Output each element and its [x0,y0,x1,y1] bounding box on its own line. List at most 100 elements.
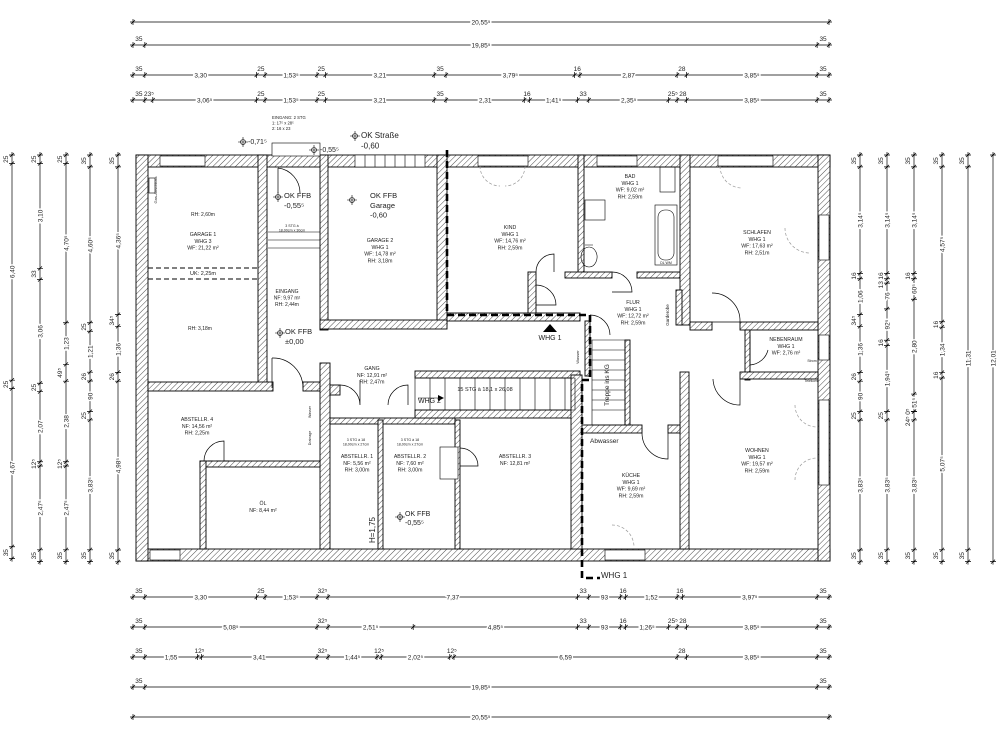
dimension-tick [142,624,148,630]
label-drainage: Drainage [308,431,312,446]
label-line: RH: 3,18m [368,258,393,264]
label-line: WHG 1 [539,335,562,342]
label-line: BAD [625,174,636,180]
dimension-tick [884,417,890,423]
label-line: 15 STG à 18,1 x 26,08 [457,387,512,393]
outer-wall-bottom [135,548,831,562]
dimension-label: 1,21 [87,345,94,358]
label-ok-strasse: OK Straße-0,60 [361,131,399,150]
label-line: Abwasser [590,438,619,445]
label-line: 1: 17⁵ x 28⁵ [272,120,294,125]
dimension-tick [63,547,69,553]
dimension-tick [911,164,917,170]
dimension-label: 23⁵ [144,91,154,98]
label-ok-ffb-000: OK FFB±0,00 [285,327,312,346]
dimension-tick [431,97,437,103]
dimension-tick [87,417,93,423]
dimension-label: 16 [676,588,684,595]
label-line: WHG 1 [748,237,765,243]
dimension-label: 12⁵ [374,648,384,655]
dimension-tick [37,459,43,465]
dimension-label: 19,85⁵ [472,684,491,691]
dimension-label: 16 [933,371,940,379]
dimension-tick [314,594,320,600]
dimension-tick [9,556,15,561]
dimension-tick [527,97,532,103]
dimension-label: 1,06 [857,290,864,303]
label-line: ABSTELLR. 1 [341,454,373,460]
dimension-label: 2,07 [37,420,44,433]
dimension-label: 3,79⁵ [503,72,519,79]
dimension-tick [684,97,689,103]
dimension-label: 16 [851,272,858,280]
label-line: EINGANG [275,289,298,295]
dimension-label: 19,85⁵ [472,42,491,49]
dimension-tick [575,594,580,600]
label-uk: UK: 2,25m [190,271,216,277]
wall [667,424,681,434]
dimension-label: 90 [87,392,94,400]
label-line: ABSTELLR. 3 [499,454,531,460]
garage-door-panels [364,155,416,167]
door-arc [535,253,555,273]
dimension-label: 35 [135,36,143,43]
label-whg2: WHG 2 [418,398,441,405]
label-line: NF: 8,44 m² [249,508,277,514]
wall [436,154,448,326]
dimension-tick [37,277,43,282]
label-line: OK FFB [405,511,431,518]
label-line: NF: 7,60 m² [396,461,424,467]
level-marker-icon [275,328,285,338]
wall [739,371,819,380]
dimension-tick [431,72,437,78]
dimension-tick [130,654,136,660]
dimension-tick [142,684,148,690]
dimension-tick [911,559,917,564]
dimension-label: 4,67 [9,461,16,474]
wall [257,154,268,391]
dimension-tick [911,417,917,423]
dimension-label: 16 [933,320,940,328]
label-line: RH: 2,59m [619,493,644,499]
dimension-tick [684,72,689,78]
dimension-tick [254,97,259,103]
dimension-label: 25 [81,412,88,420]
dimension-tick [130,42,136,48]
dimension-label: 35 [81,552,88,560]
dimension-label: 35 [135,648,143,655]
dimension-tick [857,164,863,170]
dimension-tick [142,97,148,103]
dimension-label: 1,36 [115,343,122,356]
dimension-label: 76 [884,292,891,300]
label-line: KIND [504,225,517,231]
label-line: WHG 1 [601,571,628,580]
wall [329,417,456,425]
dimension-label: 35 [905,552,912,560]
label-line: NF: 9,97 m² [274,296,301,302]
dimension-tick [939,164,945,170]
dimension-tick [130,97,136,103]
door-arc [271,357,304,389]
dimension-tick [666,624,671,630]
dimension-tick [990,559,996,564]
dimension-tick [314,72,320,78]
dimension-label: 90 [857,392,864,400]
dimension-label: 35 [81,157,88,165]
dimension-label: 1,55 [165,654,178,661]
dimension-tick [911,271,917,276]
window-swing [479,165,818,548]
label-line: RH: 3,18m [188,326,212,332]
label-line: Telekom [804,379,817,383]
label-line: WF: 21,22 m² [187,246,219,252]
label-line: WHG 1 [624,307,641,313]
fixtures [148,166,678,426]
dimension-tick [63,378,69,384]
dimension-label: 35 [109,552,116,560]
dimension-chain: 12,01 [989,152,999,565]
